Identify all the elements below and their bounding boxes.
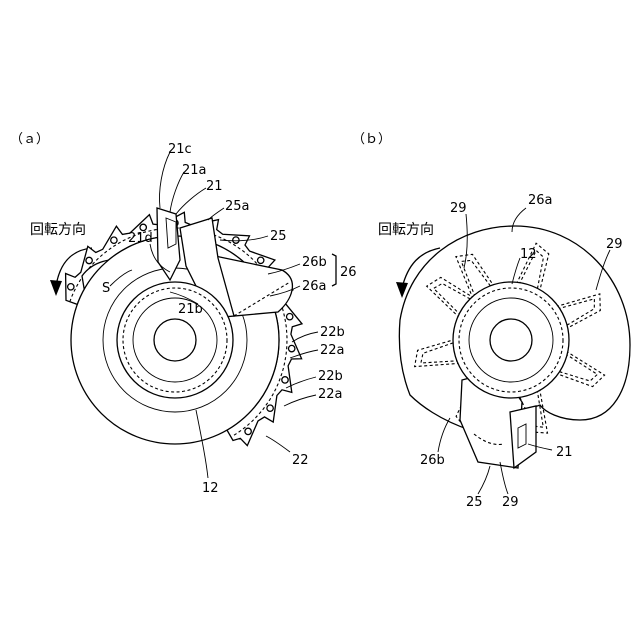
ref-26a-b: 26a [528,193,553,208]
ref-25: 25 [270,229,287,244]
panel-label-b: （ｂ） [352,132,391,147]
ref-21: 21 [206,179,223,194]
ref-22a-1: 22a [320,343,345,358]
ref-25a: 25a [225,199,250,214]
ref-22b-2: 22b [318,369,343,384]
part-21-b [510,406,536,468]
ref-22a-2: 22a [318,387,343,402]
cutter-hole [86,257,92,263]
cutter-hole [289,345,295,351]
ref-21b: 21b [178,302,203,317]
ref-21d: 21d [128,231,153,246]
ref-12-a: 12 [202,481,219,496]
cutter-hole [287,314,293,320]
cutter-hole [267,405,273,411]
ref-26: 26 [340,265,357,280]
panel-label-a: （ａ） [10,132,49,147]
cutter-hole [282,377,288,383]
ref-21c: 21c [168,142,192,157]
figure-a: （ａ） 回転方向 [10,132,357,496]
hub-12-bore-b [490,319,532,361]
rotation-direction-label-b: 回転方向 [378,222,434,238]
ref-S: S [102,281,110,296]
cutter-hole [111,237,117,243]
ref-22b-1: 22b [320,325,345,340]
cutter-hole [245,428,251,434]
ref-21-b: 21 [556,445,573,460]
ref-25-b: 25 [466,495,483,510]
rotation-arrowhead-a [50,280,62,296]
rotation-direction-label-a: 回転方向 [30,222,86,238]
ref-22: 22 [292,453,309,468]
cutter-hole [140,224,146,230]
cutter-hole [258,257,264,263]
ref-26b-b: 26b [420,453,445,468]
cutter-hole [68,284,74,290]
ref-29-bottom: 29 [502,495,519,510]
figure-b: （ｂ） 回転方向 26a 29 [352,132,630,510]
ref-12-b: 12 [520,247,537,262]
ref-26a: 26a [302,279,327,294]
hub-12-bore-a [154,319,196,361]
ref-26b: 26b [302,255,327,270]
cutter-hole [233,237,239,243]
ref-21a: 21a [182,163,207,178]
ref-29-right: 29 [606,237,623,252]
ref-29-top: 29 [450,201,467,216]
